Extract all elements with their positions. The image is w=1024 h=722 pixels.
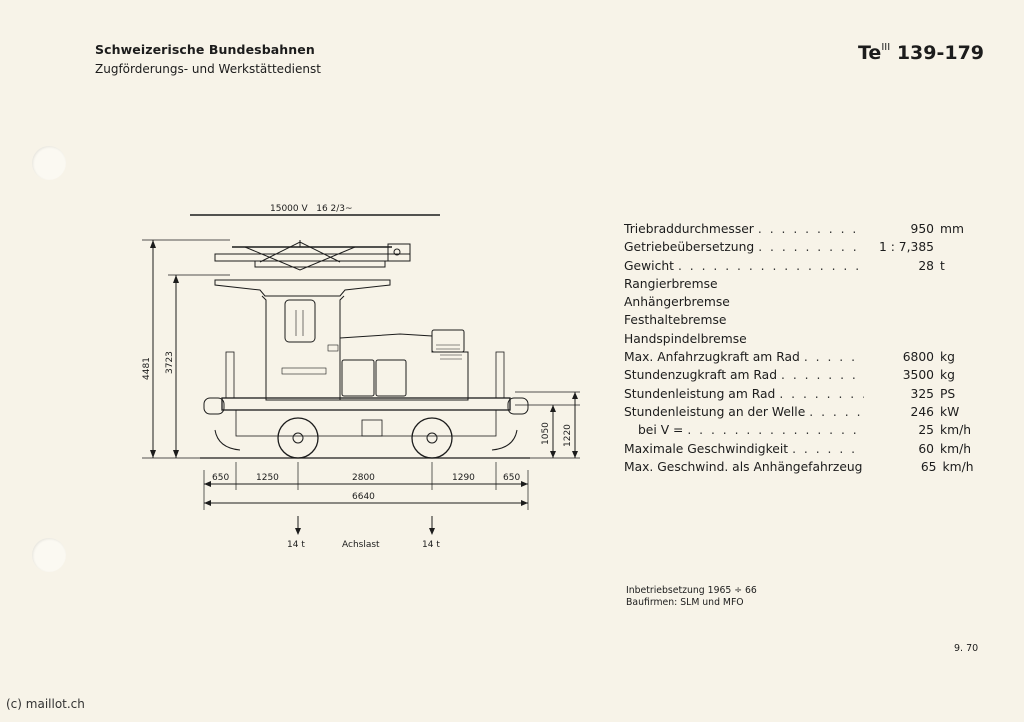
length-dim-5: 650: [503, 473, 520, 483]
class-prefix: Te: [858, 42, 882, 64]
overall-length-label: 6640: [352, 492, 375, 502]
spec-leader-dots: . . . . . . . . . . . . . . . . . . . . …: [758, 240, 864, 255]
locomotive-body: [203, 279, 529, 415]
spec-leader-dots: . . . . . . . . . . . . . . . . . . . . …: [792, 441, 864, 456]
spec-label: Rangierbremse: [624, 276, 718, 291]
spec-label: Handspindelbremse: [624, 331, 747, 346]
length-dimensions: 650 1250 2800 1290 650 6640: [203, 462, 529, 510]
spec-leader-dots: . . . . . . . . . . . . . . . . . . . . …: [677, 258, 864, 273]
spec-label: Stundenzugkraft am Rad: [624, 368, 778, 383]
length-dim-3: 2800: [352, 473, 375, 483]
spec-leader-dots: . . . . . . . . . . . . . . . . . . . . …: [687, 423, 864, 438]
spec-value: 28: [918, 258, 934, 273]
spec-unit: PS: [940, 386, 956, 401]
spec-row: Handspindelbremse. . . . . . . . . . . .…: [624, 330, 980, 348]
spec-value: 25: [918, 423, 934, 438]
buffer-height-label: 1050: [541, 422, 551, 445]
axle-load-left: 14 t: [287, 540, 305, 550]
spec-value: 325: [910, 386, 934, 401]
spec-label: Anhängerbremse: [624, 295, 730, 310]
height-total-label: 4481: [142, 357, 152, 380]
spec-row: Stundenleistung an der Welle. . . . . . …: [624, 403, 980, 421]
running-gear: [200, 409, 530, 459]
spec-row: bei V =. . . . . . . . . . . . . . . . .…: [624, 421, 980, 439]
specifications-table: Triebraddurchmesser. . . . . . . . . . .…: [624, 220, 980, 476]
spec-unit: kW: [940, 404, 960, 419]
copyright-notice: (c) maillot.ch: [6, 697, 85, 711]
spec-label: bei V =: [638, 423, 684, 438]
spec-label: Stundenleistung an der Welle: [624, 404, 806, 419]
spec-value: 246: [910, 404, 934, 419]
punch-hole-bottom: [32, 538, 66, 572]
length-dim-2: 1250: [256, 473, 279, 483]
buffer-right: [507, 397, 529, 415]
spec-value: 65: [920, 459, 937, 474]
spec-row: Getriebeübersetzung. . . . . . . . . . .…: [624, 238, 980, 256]
spec-label: Gewicht: [624, 258, 674, 273]
wheel-right: [411, 417, 453, 459]
spec-unit: t: [940, 258, 945, 273]
spec-leader-dots: . . . . . . . . . . . . . . . . . . . . …: [803, 350, 864, 365]
axle-load-right: 14 t: [422, 540, 440, 550]
spec-row: Rangierbremse. . . . . . . . . . . . . .…: [624, 275, 980, 293]
spec-row: Triebraddurchmesser. . . . . . . . . . .…: [624, 220, 980, 238]
axle-load: 14 t Achslast 14 t: [287, 516, 440, 550]
spec-label: Stundenleistung am Rad: [624, 386, 776, 401]
spec-row: Stundenleistung am Rad. . . . . . . . . …: [624, 385, 980, 403]
department-name: Zugförderungs- und Werkstättedienst: [95, 62, 321, 76]
spec-unit: kg: [940, 368, 955, 383]
spec-unit: km/h: [940, 441, 972, 456]
spec-leader-dots: . . . . . . . . . . . . . . . . . . . . …: [809, 404, 864, 419]
spec-row: Anhängerbremse. . . . . . . . . . . . . …: [624, 293, 980, 311]
spec-row: Stundenzugkraft am Rad. . . . . . . . . …: [624, 366, 980, 384]
spec-label: Max. Geschwind. als Anhängefahrzeug: [624, 459, 863, 474]
spec-label: Maximale Geschwindigkeit: [624, 441, 789, 456]
spec-unit: km/h: [940, 423, 972, 438]
document-date: 9. 70: [954, 643, 979, 654]
length-dim-1: 650: [212, 473, 229, 483]
pantograph: [214, 240, 411, 271]
spec-label: Triebraddurchmesser: [624, 222, 754, 236]
spec-row: Festhaltebremse. . . . . . . . . . . . .…: [624, 311, 980, 329]
spec-label: Festhaltebremse: [624, 313, 727, 328]
spec-label: Max. Anfahrzugkraft am Rad: [624, 350, 800, 365]
spec-unit: km/h: [942, 459, 974, 474]
spec-row: Max. Anfahrzugkraft am Rad. . . . . . . …: [624, 348, 980, 366]
organization-name: Schweizerische Bundesbahnen: [95, 42, 315, 57]
punch-hole-top: [32, 146, 66, 180]
footnote: Inbetriebsetzung 1965 ÷ 66 Baufirmen: SL…: [626, 585, 757, 609]
locomotive-class-title: TeIII 139-179: [858, 42, 984, 64]
height-body-label: 3723: [165, 351, 175, 374]
spec-row: Max. Geschwind. als Anhängefahrzeug. . .…: [624, 458, 980, 476]
spec-value: 950: [910, 222, 934, 236]
manufacturers-note: Baufirmen: SLM und MFO: [626, 597, 744, 608]
cab-window: [284, 299, 316, 343]
spec-value: 60: [918, 441, 934, 456]
spec-leader-dots: . . . . . . . . . . . . . . . . . . . . …: [757, 222, 864, 236]
spec-unit: mm: [940, 222, 964, 236]
axle-load-label: Achslast: [342, 540, 380, 550]
length-dim-4: 1290: [452, 473, 475, 483]
class-numbers: 139-179: [896, 42, 985, 64]
spec-row: Maximale Geschwindigkeit. . . . . . . . …: [624, 440, 980, 458]
spec-leader-dots: . . . . . . . . . . . . . . . . . . . . …: [781, 368, 864, 383]
spec-label: Getriebeübersetzung: [624, 240, 755, 255]
spec-value: 6800: [902, 350, 934, 365]
spec-value: 1 : 7,385: [879, 240, 934, 255]
buffer-left: [203, 397, 225, 415]
wheel-left: [277, 417, 319, 459]
spec-leader-dots: . . . . . . . . . . . . . . . . . . . . …: [779, 386, 864, 401]
spec-unit: kg: [940, 350, 955, 365]
coupler-height-label: 1220: [563, 424, 573, 447]
spec-value: 3500: [902, 368, 934, 383]
spec-row: Gewicht. . . . . . . . . . . . . . . . .…: [624, 257, 980, 275]
hood-door-right: [375, 359, 407, 397]
hood-door-left: [341, 359, 375, 397]
commissioning-note: Inbetriebsetzung 1965 ÷ 66: [626, 585, 757, 596]
class-superscript: III: [881, 41, 891, 53]
power-supply-label: 15000 V 16 2/3~: [270, 204, 353, 214]
